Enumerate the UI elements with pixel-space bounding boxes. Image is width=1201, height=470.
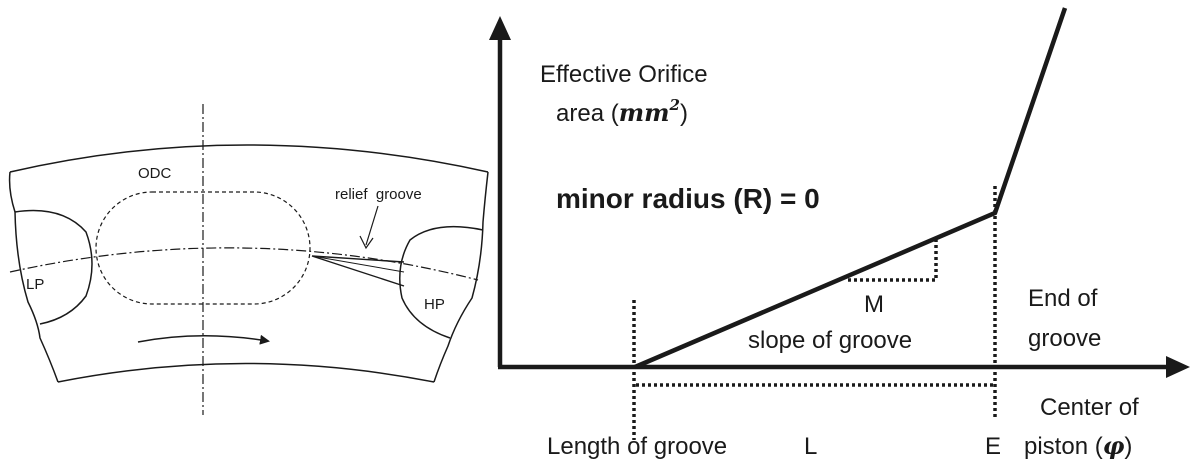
slope-triangle — [848, 240, 938, 282]
y-axis-label-line1: Effective Orifice — [540, 61, 708, 88]
x-axis-label-line2: piston (φ) — [1024, 431, 1132, 460]
y-axis-label-line2: area (mm2) — [556, 96, 688, 127]
relief-groove-pointer-head — [359, 235, 374, 250]
m-label: M — [864, 291, 884, 318]
odc-slot — [95, 191, 311, 305]
e-label: E — [985, 433, 1001, 460]
length-of-groove-label: Length of groove — [547, 433, 727, 460]
valve-plate-right-edge — [433, 171, 489, 383]
valve-plate-outer-arc — [9, 144, 489, 173]
x-axis-label-prefix: piston ( — [1024, 433, 1103, 460]
hp-port — [399, 225, 484, 339]
condition-label: minor radius (R) = 0 — [556, 183, 820, 214]
pitch-circle-arc — [9, 247, 479, 281]
relief-groove-pointer — [365, 205, 379, 246]
y-axis-unit-base: mm — [619, 98, 670, 127]
y-axis-label-prefix: area ( — [556, 100, 619, 127]
y-axis-label-suffix: ) — [680, 100, 688, 127]
x-axis-arrowhead — [1166, 356, 1190, 378]
lp-label: LP — [26, 276, 44, 293]
x-axis-symbol: φ — [1103, 431, 1125, 460]
rotation-arrow — [137, 334, 270, 345]
lp-port — [14, 209, 93, 325]
orifice-area-graph: Effective Orifice area (mm2) minor radiu… — [489, 7, 1190, 460]
relief-groove-center — [311, 255, 405, 273]
x-axis-label-line1: Center of — [1040, 394, 1139, 421]
y-axis-arrowhead — [489, 16, 511, 40]
l-label: L — [804, 433, 817, 460]
y-axis-unit-exp: 2 — [669, 96, 680, 114]
valve-plate-left-edge — [8, 171, 59, 383]
odc-label: ODC — [138, 165, 172, 182]
valve-plate-inner-arc — [57, 362, 435, 383]
hp-label: HP — [424, 296, 445, 313]
slope-label: slope of groove — [748, 327, 912, 354]
x-axis-label-suffix: ) — [1124, 433, 1132, 460]
relief-groove-label: relief groove — [335, 186, 422, 203]
valve-plate-diagram: ODC relief groove LP HP — [8, 104, 489, 415]
end-of-groove-label-line2: groove — [1028, 325, 1101, 352]
end-of-groove-label-line1: End of — [1028, 285, 1098, 312]
relief-groove — [311, 255, 405, 287]
